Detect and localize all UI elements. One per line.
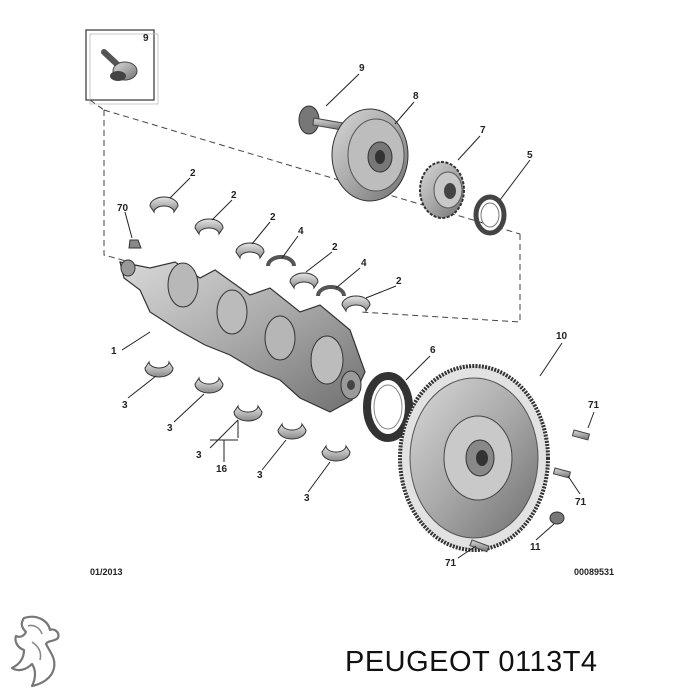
callout-shell-3b: 3 xyxy=(167,423,173,434)
callout-shell-3a: 3 xyxy=(122,400,128,411)
lion-icon xyxy=(10,615,60,688)
callout-bearing-2d: 2 xyxy=(332,242,338,253)
flywheel xyxy=(398,364,550,552)
callout-shell-3d: 3 xyxy=(257,470,263,481)
callout-bearing-2a: 2 xyxy=(190,168,196,179)
rear-seal xyxy=(363,372,413,442)
pulley-bolt xyxy=(298,105,345,135)
callout-bearing-2e: 2 xyxy=(396,276,402,287)
front-seal xyxy=(473,194,507,236)
callout-bolt-11: 11 xyxy=(530,542,541,553)
callout-shell-3e: 3 xyxy=(304,493,310,504)
leader-lines xyxy=(121,73,595,559)
diagram-reference-code: 00089531 xyxy=(573,567,614,577)
inset-box xyxy=(85,29,159,105)
diagram-date-code: 01/2013 xyxy=(90,567,123,577)
damper-pulley xyxy=(331,108,409,202)
callout-dowel-71c: 71 xyxy=(445,558,457,569)
brand-name: PEUGEOT xyxy=(345,646,490,678)
callout-bolt-9: 9 xyxy=(359,63,365,74)
callout-crank-1: 1 xyxy=(111,346,117,357)
upper-bearing-shells xyxy=(149,196,371,313)
callout-pulley-8: 8 xyxy=(413,91,419,102)
flywheel-fasteners xyxy=(469,429,591,553)
callout-dowel-71b: 71 xyxy=(575,497,587,508)
callout-labels: 9 9 8 7 5 70 2 2 2 4 2 4 2 1 6 10 3 3 3 … xyxy=(111,33,600,569)
callout-dowel-71a: 71 xyxy=(588,400,600,411)
callout-pin-70: 70 xyxy=(117,203,129,214)
callout-bearing-2b: 2 xyxy=(231,190,237,201)
callout-inset-9: 9 xyxy=(143,33,149,44)
callout-seal-5: 5 xyxy=(527,150,533,161)
part-number: 0113T4 xyxy=(498,646,598,678)
crankshaft xyxy=(119,259,366,413)
inset-bolt-icon xyxy=(101,49,138,81)
callout-flywheel-10: 10 xyxy=(556,331,568,342)
callout-bearing-2c: 2 xyxy=(270,212,276,223)
callout-shell-3c: 3 xyxy=(196,450,202,461)
timing-sprocket xyxy=(419,161,465,219)
part-caption: PEUGEOT 0113T4 xyxy=(345,646,598,679)
locating-pin xyxy=(128,239,142,249)
callout-kit-16: 16 xyxy=(216,464,228,475)
lower-bearing-shells xyxy=(144,360,351,462)
callout-washer-4a: 4 xyxy=(298,226,304,237)
callout-seal-6: 6 xyxy=(430,345,436,356)
callout-sprocket-7: 7 xyxy=(480,125,486,136)
callout-washer-4b: 4 xyxy=(361,258,367,269)
